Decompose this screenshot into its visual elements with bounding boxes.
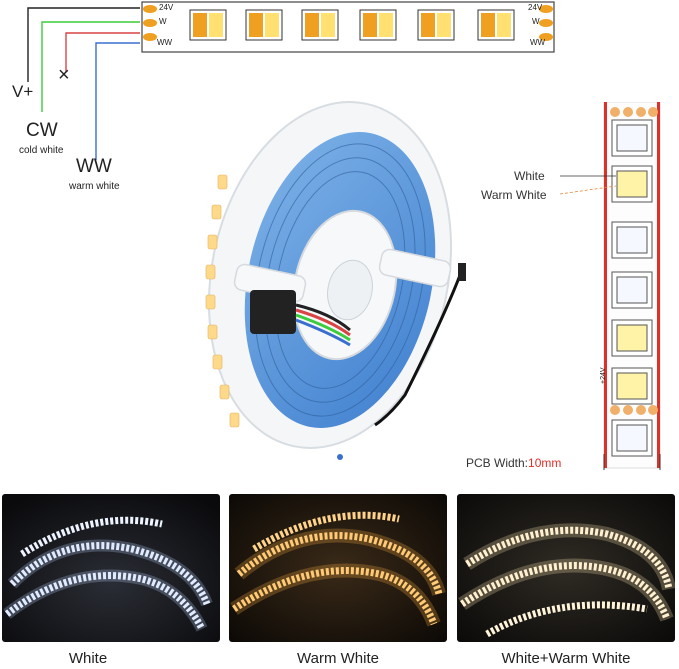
photo-warm-white	[229, 494, 447, 642]
pcb-width-value: 10mm	[528, 456, 562, 470]
cw-wire	[41, 21, 140, 112]
ww-wire	[95, 42, 140, 160]
ww-sub-label: warm white	[69, 181, 120, 192]
ww-label: WW	[76, 156, 112, 177]
cw-sub-label: cold white	[19, 145, 64, 156]
caption-white-warm-white: White+Warm White	[501, 650, 631, 667]
photo-white	[2, 494, 220, 642]
chip-label-warm-white: Warm White	[481, 188, 547, 202]
x-mark: ×	[58, 64, 70, 86]
strip-left-pads	[143, 5, 157, 41]
reel-cable	[374, 269, 464, 427]
strip-right-pads	[539, 5, 553, 41]
chip-label-white: White	[514, 169, 545, 183]
strip-label-right-24v: 24V	[528, 3, 543, 12]
pcb-width-label: PCB Width:10mm	[466, 456, 561, 470]
vplus-label: V+	[12, 82, 34, 101]
strip-label-right-ww: WW	[530, 38, 546, 47]
vplus-wire	[27, 7, 140, 82]
strip-led-chips	[189, 9, 515, 41]
reel-connector	[250, 290, 296, 334]
chip-pointer-lines	[560, 175, 617, 195]
strip-label-right-w: W	[532, 17, 540, 26]
red-wire	[65, 32, 140, 72]
chip-closeup-strip	[603, 102, 661, 470]
photo-white-warm-white	[457, 494, 675, 642]
strip-voltage-mark: +24V	[600, 367, 607, 384]
strip-label-left-24v: 24V	[159, 3, 174, 12]
strip-label-left-ww: WW	[157, 38, 173, 47]
pcb-width-prefix: PCB Width:	[466, 456, 529, 470]
caption-warm-white: Warm White	[297, 650, 379, 667]
reel-led-edge	[205, 174, 240, 428]
led-reel-image	[205, 101, 466, 460]
cw-label: CW	[26, 120, 58, 141]
strip-label-left-w: W	[159, 17, 167, 26]
caption-white: White	[68, 650, 108, 667]
wiring-diagram	[27, 1, 555, 160]
